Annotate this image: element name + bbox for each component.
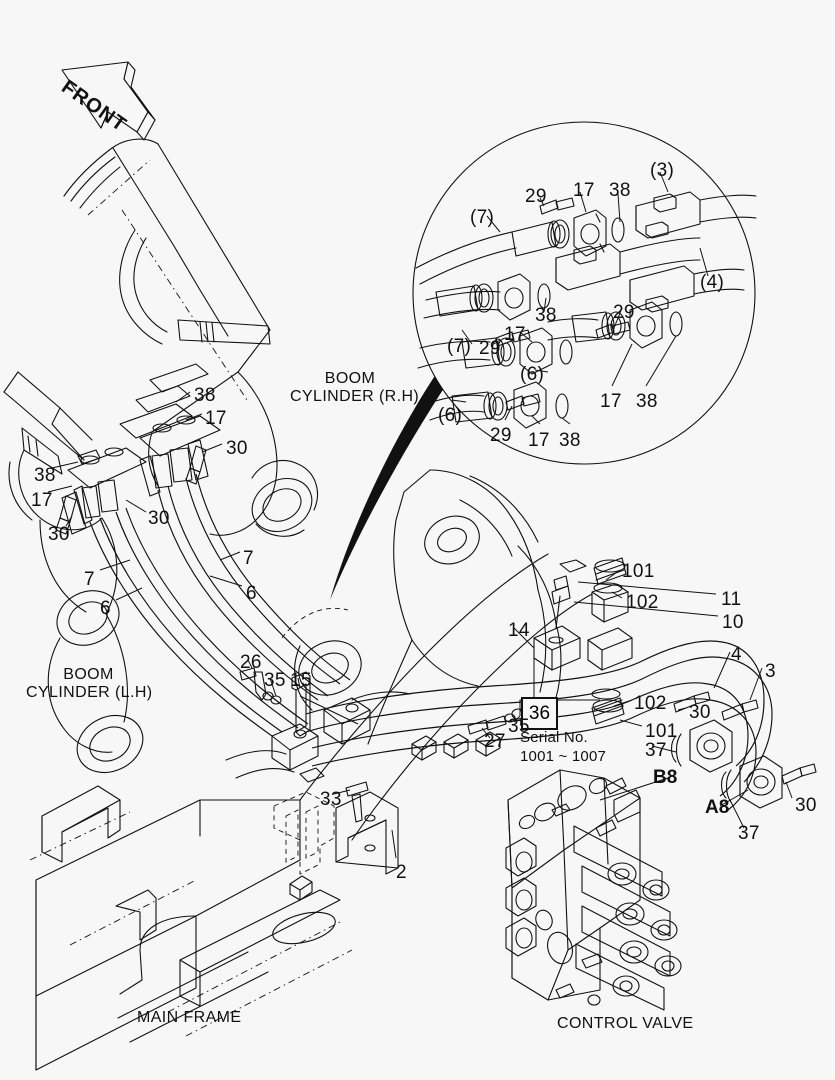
detail-callout-17-b: 17 (504, 324, 526, 345)
detail-callout-38-d: 38 (559, 430, 581, 451)
callout-101-b: 101 (645, 721, 678, 742)
callout-17-b: 17 (31, 490, 53, 511)
callout-7-b: 7 (84, 569, 95, 590)
detail-callout-7-b: (7) (447, 336, 472, 357)
leader-lines (47, 391, 793, 859)
callout-101-a: 101 (622, 561, 655, 582)
caption-control-valve: CONTROL VALVE (557, 1015, 694, 1032)
detail-callout-29-c: 29 (479, 338, 501, 359)
callout-27: 27 (484, 731, 506, 752)
center-pipes (305, 557, 773, 811)
detail-callout-6-a: (6) (520, 364, 545, 385)
hose-bundle-left (89, 473, 351, 737)
detail-circle (330, 121, 757, 600)
callout-2: 2 (396, 862, 407, 883)
callout-102-b: 102 (634, 693, 667, 714)
detail-callout-6-b: (6) (438, 405, 463, 426)
callout-3: 3 (765, 661, 776, 682)
callout-4: 4 (731, 644, 742, 665)
detail-callout-17-d: 17 (528, 430, 550, 451)
detail-callout-38-b: 38 (535, 305, 557, 326)
detail-callout-29-d: 29 (490, 425, 512, 446)
callout-10: 10 (722, 612, 744, 633)
serial-box-number: 36 (521, 697, 558, 730)
callout-37-b: 37 (738, 823, 760, 844)
callout-17-a: 17 (205, 408, 227, 429)
callout-6-b: 6 (100, 598, 111, 619)
hose-fitting-cluster-left (55, 363, 221, 535)
port-couplers (670, 691, 817, 809)
detail-callout-38-a: 38 (609, 180, 631, 201)
detail-callout-29-a: 29 (525, 186, 547, 207)
serial-note: Serial No. 1001 ~ 1007 (520, 729, 607, 765)
upper-structure (272, 469, 593, 945)
callout-35-a: 35 (264, 670, 286, 691)
callout-7-a: 7 (243, 548, 254, 569)
callout-15: 15 (290, 670, 312, 691)
callout-35-b: 35 (508, 716, 530, 737)
caption-main-frame: MAIN FRAME (137, 1009, 242, 1026)
callout-14: 14 (508, 620, 530, 641)
main-frame (29, 785, 353, 1071)
detail-callout-17-a: 17 (573, 180, 595, 201)
callout-37-a: 37 (645, 740, 667, 761)
control-valve (505, 769, 682, 1011)
detail-callout-7-a: (7) (470, 207, 495, 228)
boom-cylinder-rh (63, 138, 318, 537)
callout-a8: A8 (705, 797, 730, 818)
callout-30-b: 30 (148, 508, 170, 529)
boom-cylinder-lh (3, 371, 144, 774)
callout-102-a: 102 (626, 592, 659, 613)
callout-38-a: 38 (194, 385, 216, 406)
detail-callout-38-c: 38 (636, 391, 658, 412)
callout-33: 33 (320, 789, 342, 810)
callout-b8: B8 (653, 767, 678, 788)
callout-30-e: 30 (795, 795, 817, 816)
front-arrow-icon (61, 61, 156, 141)
callout-38-b: 38 (34, 465, 56, 486)
callout-30-d: 30 (689, 702, 711, 723)
callout-30-a: 30 (226, 438, 248, 459)
callout-30-c: 30 (48, 524, 70, 545)
detail-callout-4: (4) (700, 272, 725, 293)
center-couplers (225, 667, 532, 875)
detail-callout-3: (3) (650, 160, 675, 181)
detail-callout-29-b: 29 (613, 302, 635, 323)
serial-note-leader (519, 699, 600, 716)
callout-11: 11 (721, 589, 742, 610)
callout-6-a: 6 (246, 583, 257, 604)
detail-callout-17-c: 17 (600, 391, 622, 412)
callout-26: 26 (240, 652, 262, 673)
